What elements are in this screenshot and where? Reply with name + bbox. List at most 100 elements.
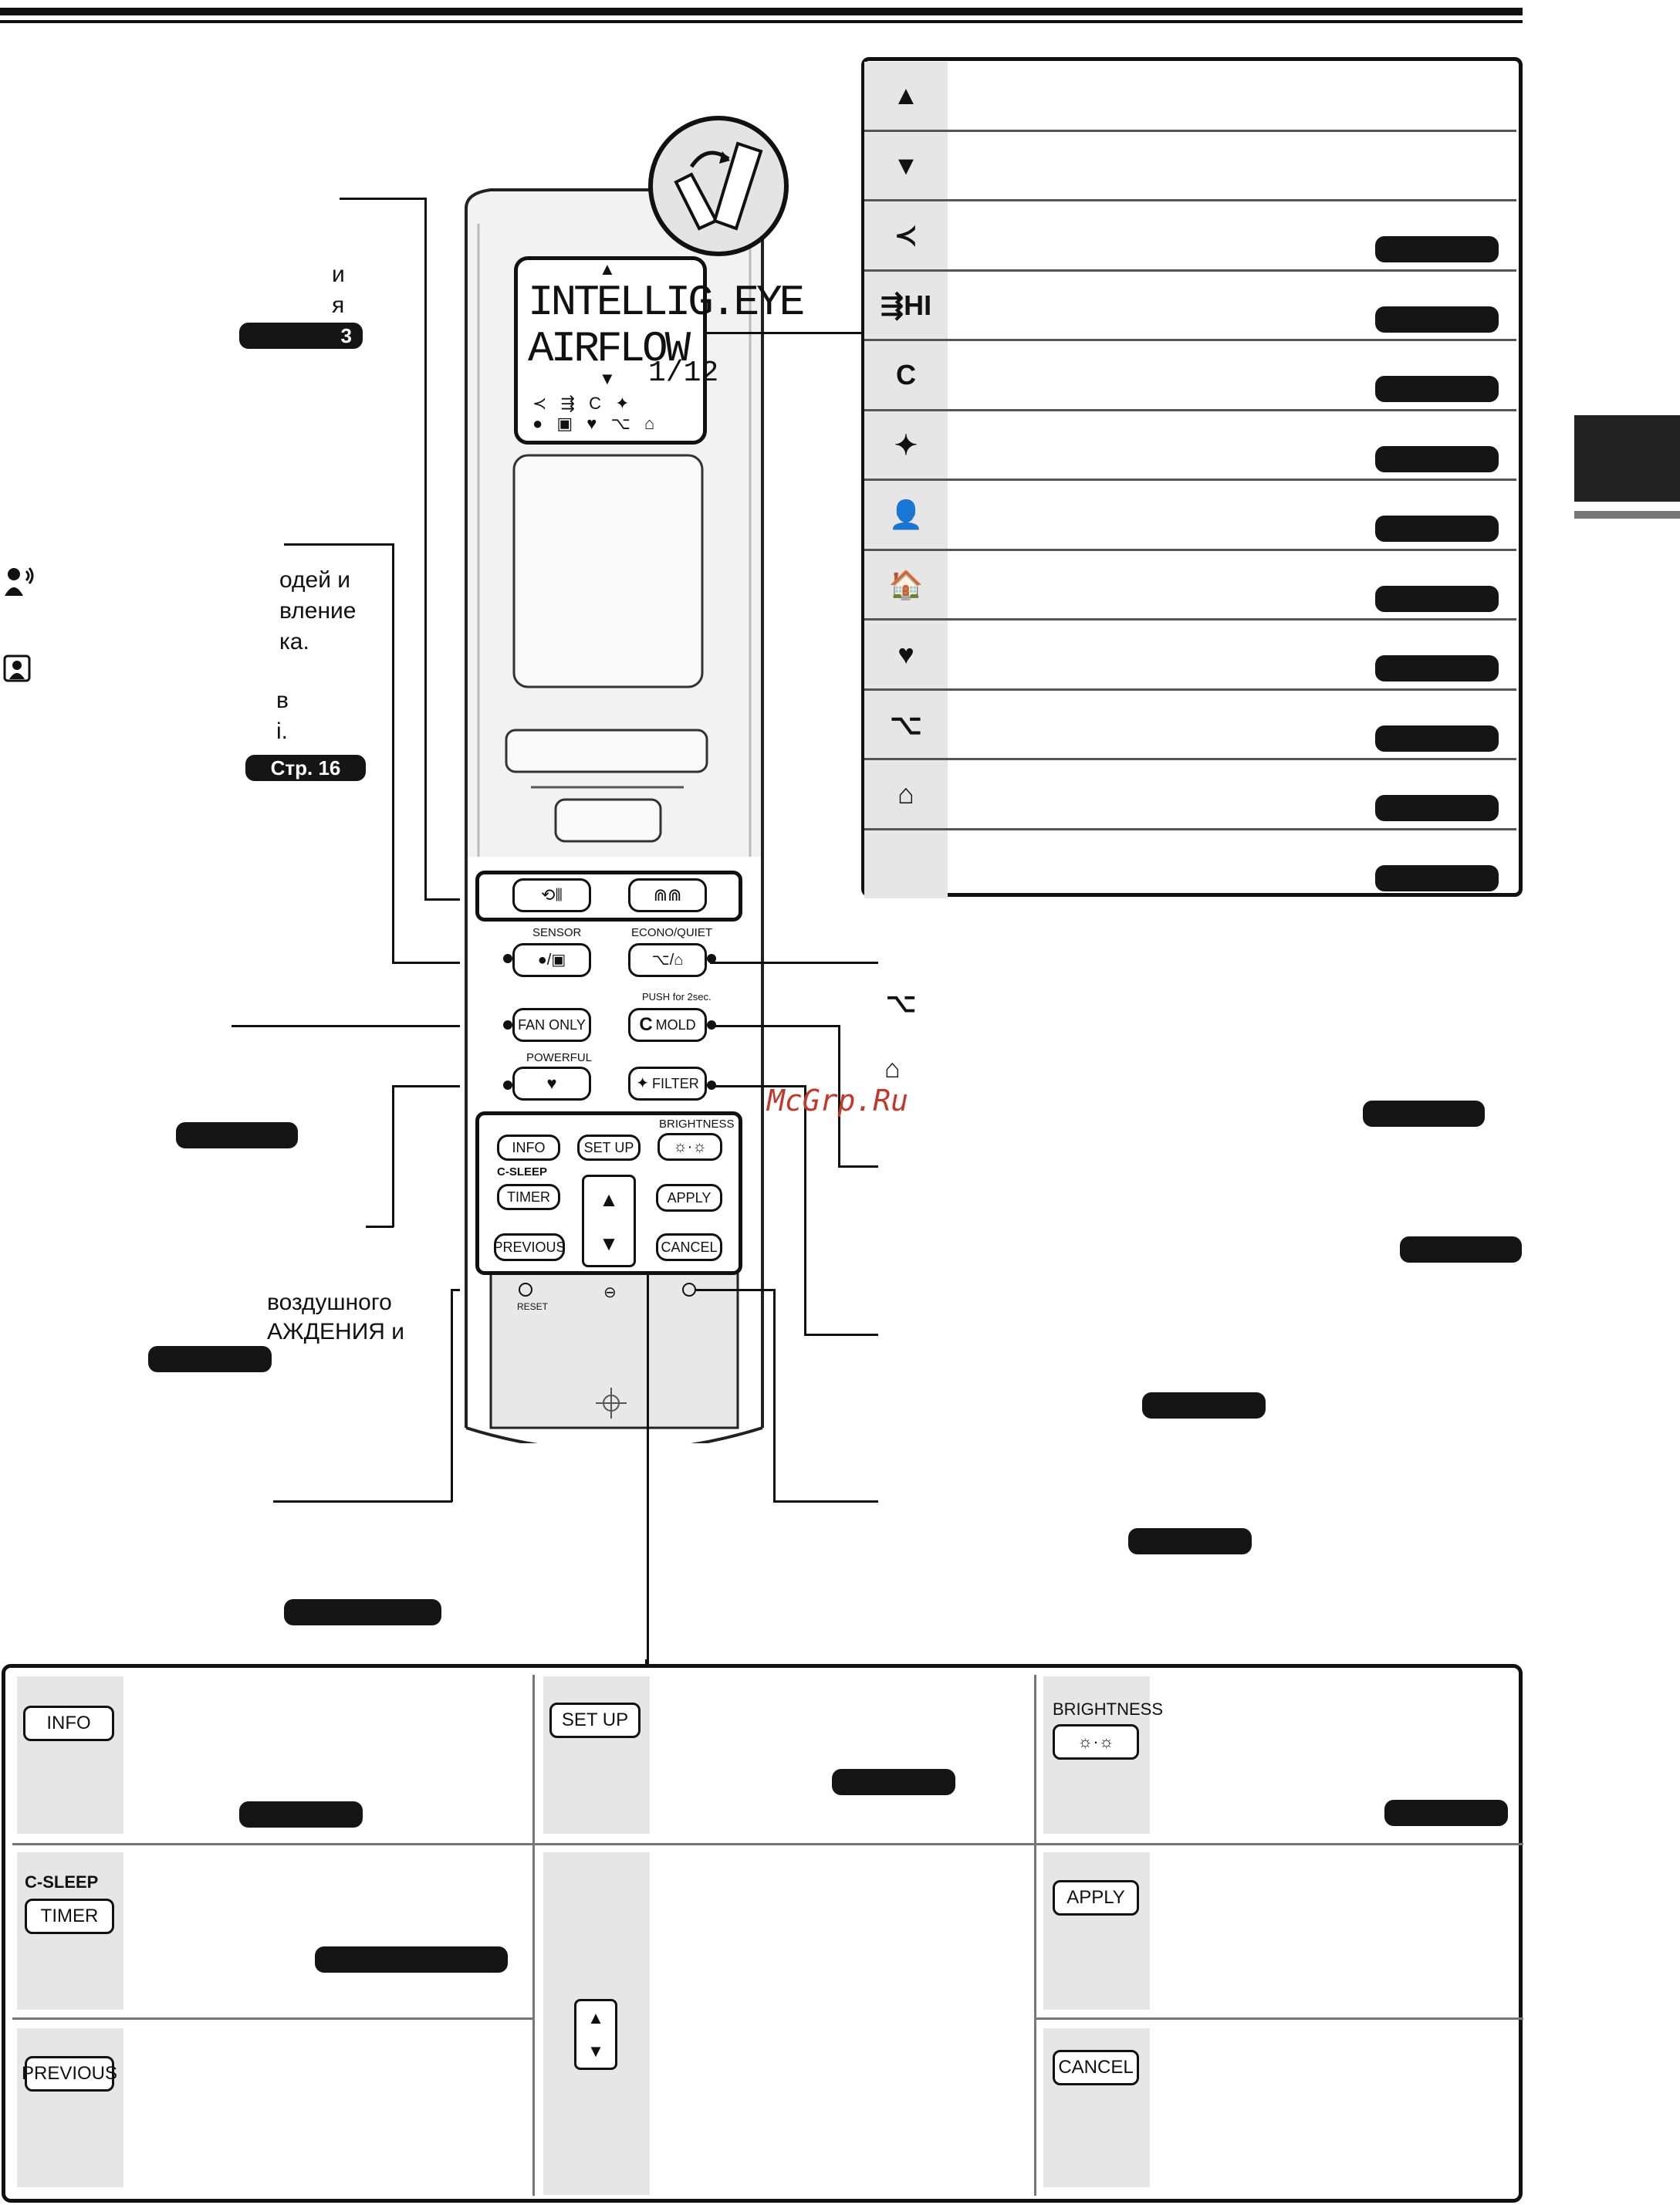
table-icon-1: ▼ (864, 132, 948, 200)
setup-button[interactable]: SET UP (577, 1135, 641, 1161)
lcd-icon-row-1: ≺ ⇶ C ✦ (532, 394, 634, 413)
bullet-dot (503, 954, 512, 963)
leader-line (451, 1289, 453, 1502)
text-fragment: я (332, 293, 345, 318)
lcd-display (514, 256, 707, 445)
setup-button[interactable]: SET UP (549, 1703, 641, 1738)
table-icon-9: ⌥ (864, 691, 948, 759)
powerful-button[interactable]: ♥ (512, 1067, 591, 1101)
lcd-down-arrow: ▼ (599, 369, 616, 388)
table-icon-4: C (864, 341, 948, 409)
leader-line (366, 1226, 394, 1228)
table-row-divider (864, 549, 1516, 551)
grid-icon-cell (17, 1676, 123, 1834)
apply-button[interactable]: APPLY (656, 1184, 722, 1212)
filter-button[interactable]: ✦FILTER (628, 1067, 707, 1101)
reset-button[interactable] (519, 1283, 532, 1297)
mold-label: MOLD (655, 1017, 696, 1033)
page-ref-badge (1375, 445, 1499, 472)
brightness-label: BRIGHTNESS (659, 1118, 735, 1131)
table-row-divider (864, 828, 1516, 830)
clock-button[interactable] (682, 1283, 696, 1297)
brightness-button[interactable]: ☼·☼ (657, 1133, 722, 1161)
table-icon-2: ≺ (864, 201, 948, 269)
lcd-line2: AIRFLOW (528, 324, 691, 374)
page-ref-badge (176, 1122, 298, 1148)
timer-button[interactable]: TIMER (25, 1899, 114, 1934)
bullet-dot (503, 1020, 512, 1030)
leader-line (710, 1085, 806, 1087)
apply-button[interactable]: APPLY (1053, 1880, 1139, 1916)
lcd-line1: INTELLIG.EYE (528, 278, 805, 327)
previous-button[interactable]: PREVIOUS (493, 1233, 566, 1261)
brightness-button[interactable]: ☼·☼ (1053, 1724, 1139, 1760)
up-down-button[interactable]: ▲▼ (574, 1999, 617, 2070)
page-ref-badge (1375, 794, 1499, 821)
page-ref-badge (148, 1346, 272, 1372)
page-ref-badge (1375, 306, 1499, 333)
sensor-button[interactable]: ●/▣ (512, 943, 591, 977)
swing-horizontal-button[interactable]: ⋒⋒ (628, 878, 707, 912)
text-fragment: одей и (279, 567, 351, 593)
text-fragment: вление (279, 598, 357, 624)
page-ref-badge (1384, 1800, 1508, 1826)
c-sleep-label: C-SLEEP (25, 1872, 99, 1892)
leader-line (647, 1273, 649, 1664)
table-row-divider (864, 269, 1516, 272)
lcd-page-indicator: 1/12 (648, 357, 719, 390)
leader-line (710, 962, 878, 964)
table-row-divider (864, 479, 1516, 481)
table-icon-3: ⇶HI (864, 272, 948, 340)
grid-divider (532, 1675, 535, 2196)
fan-only-button[interactable]: FAN ONLY (512, 1008, 591, 1042)
slide-open-icon (648, 116, 789, 256)
timer-button[interactable]: TIMER (497, 1184, 560, 1210)
bullet-dot (503, 1081, 512, 1090)
grid-icon-cell (543, 1676, 650, 1834)
brightness-label: BRIGHTNESS (1053, 1699, 1164, 1719)
down-arrow-icon: ▼ (599, 1231, 619, 1255)
watermark: McGrp.Ru (767, 1084, 909, 1118)
text-fragment: воздушного (267, 1290, 392, 1315)
leader-line (340, 198, 426, 200)
leader-line (773, 1289, 776, 1502)
leader-line (392, 1085, 508, 1087)
page-ref-badge (1128, 1528, 1252, 1554)
leader-line (645, 1659, 648, 1666)
cancel-button[interactable]: CANCEL (656, 1233, 722, 1261)
page-ref-badge (1142, 1392, 1266, 1419)
econo-quiet-button[interactable]: ⌥/⌂ (628, 943, 707, 977)
up-down-button[interactable]: ▲▼ (582, 1175, 636, 1267)
down-arrow-icon: ▼ (587, 2041, 604, 2061)
cancel-button[interactable]: CANCEL (1053, 2050, 1139, 2085)
previous-button[interactable]: PREVIOUS (22, 2056, 117, 2092)
info-button[interactable]: INFO (23, 1706, 114, 1741)
text-fragment: і. (276, 719, 288, 744)
page-ref-badge (1375, 515, 1499, 542)
table-row-divider (864, 130, 1516, 132)
leader-line (424, 898, 478, 901)
lcd-icon-row-2: ● ▣ ♥ ⌥ ⌂ (532, 414, 660, 433)
page-ref-badge (284, 1599, 441, 1625)
text-fragment: и (332, 262, 345, 287)
page-ref-badge (832, 1769, 955, 1795)
info-button[interactable]: INFO (497, 1135, 560, 1161)
powerful-label: POWERFUL (526, 1051, 593, 1064)
table-icon-5: ✦ (864, 411, 948, 479)
page-ref-badge (1375, 235, 1499, 262)
table-icon-10: ⌂ (864, 760, 948, 828)
table-row-divider (864, 688, 1516, 691)
leader-line (707, 332, 864, 334)
filter-label: FILTER (652, 1076, 699, 1091)
swing-vertical-button[interactable]: ⟲⦀ (512, 878, 591, 912)
bullet-dot (707, 954, 716, 963)
table-row-divider (864, 409, 1516, 411)
leader-line (232, 1025, 509, 1027)
table-row-divider (864, 758, 1516, 760)
page-ref-badge (1375, 375, 1499, 402)
leader-line (284, 543, 394, 546)
page-ref-badge (1375, 725, 1499, 752)
lcd-up-arrow: ▲ (599, 259, 616, 279)
text-fragment: АЖДЕНИЯ и (267, 1319, 405, 1344)
